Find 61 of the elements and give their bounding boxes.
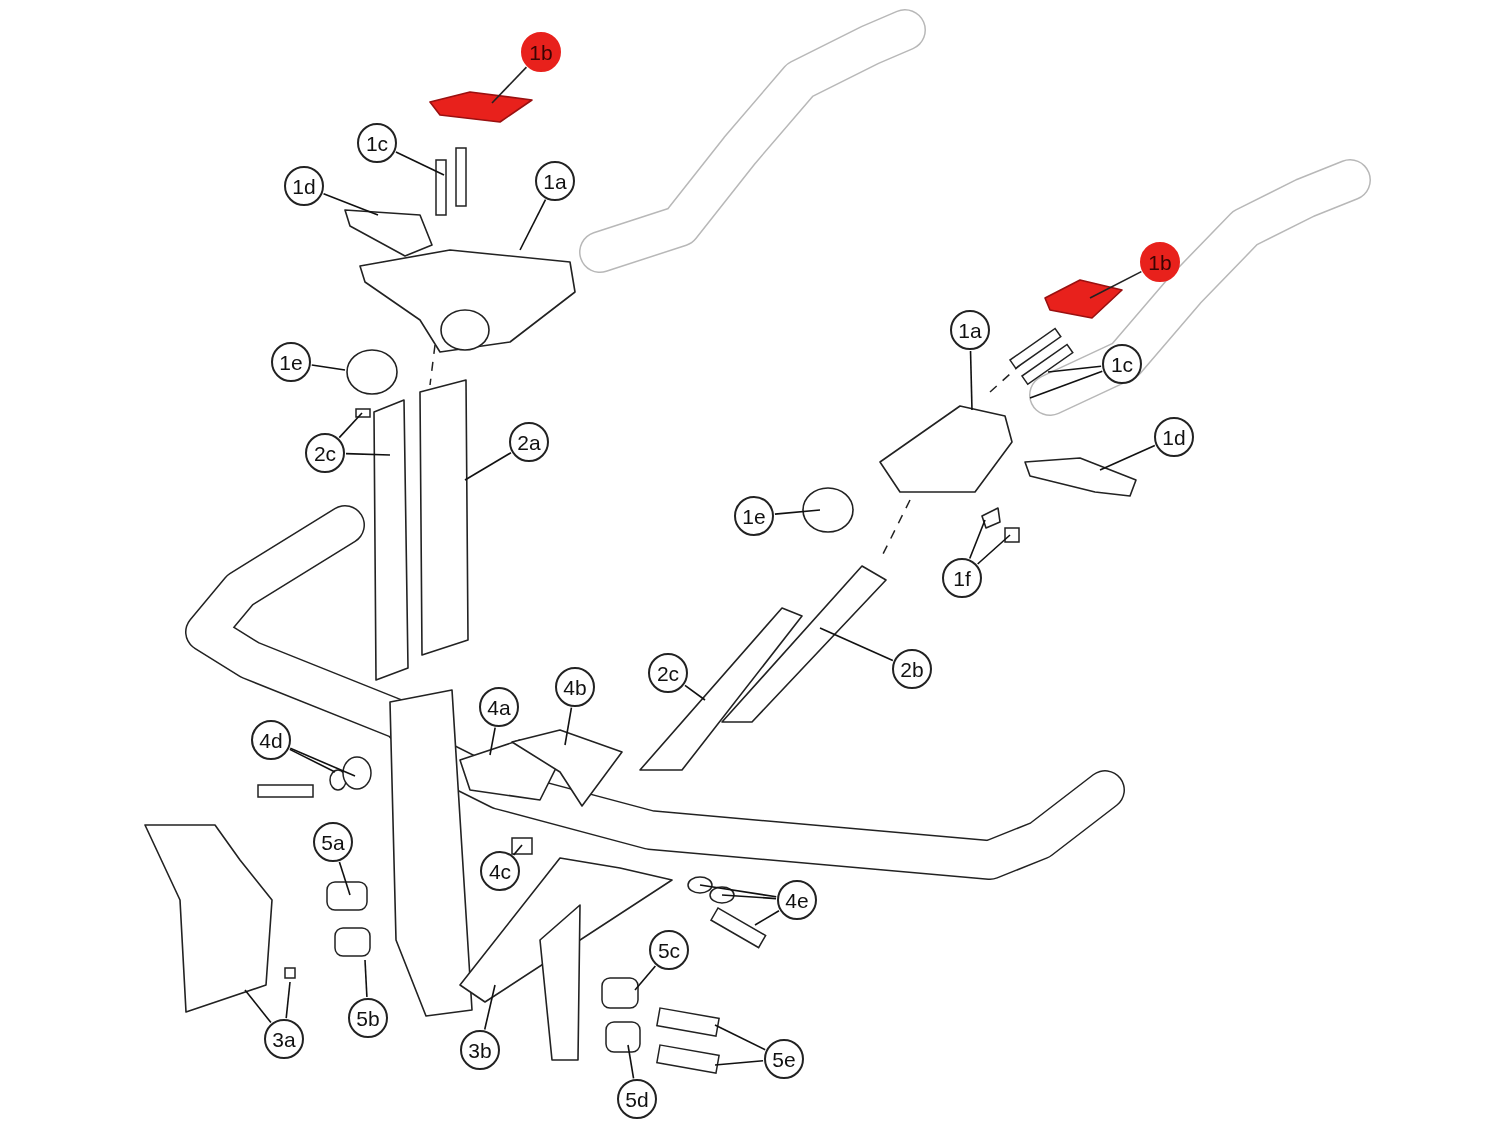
- leader-line: [322, 192, 379, 216]
- leader-line: [244, 989, 272, 1024]
- callout-number: 5b: [348, 998, 388, 1038]
- callout-number: 4b: [555, 667, 595, 707]
- callout-number: 5d: [617, 1079, 657, 1119]
- leader-line: [364, 959, 368, 998]
- leader-line: [774, 509, 821, 515]
- leader-line: [819, 627, 894, 662]
- leader-line: [976, 534, 1011, 565]
- leader-line: [714, 1024, 766, 1051]
- callout-number: 2c: [648, 653, 688, 693]
- leader-line: [1029, 370, 1104, 399]
- callout-number: 1d: [1154, 417, 1194, 457]
- callout-number: 5c: [649, 930, 689, 970]
- leader-line: [345, 452, 391, 456]
- leader-line: [1089, 270, 1143, 299]
- leader-line: [519, 198, 547, 251]
- leader-line: [634, 965, 657, 991]
- callout-number: 5a: [313, 822, 353, 862]
- leader-line: [627, 1044, 635, 1080]
- callout-number: 2a: [509, 422, 549, 462]
- callout-number: 2b: [892, 649, 932, 689]
- leader-line: [1047, 365, 1102, 373]
- callout-number: 5e: [764, 1039, 804, 1079]
- leader-line: [338, 861, 351, 896]
- leader-line: [483, 984, 496, 1031]
- leader-line: [512, 844, 523, 856]
- callout-number: 4c: [480, 851, 520, 891]
- callout-number: 1b: [1140, 242, 1180, 282]
- leader-line: [464, 451, 512, 481]
- callout-number: 1a: [535, 161, 575, 201]
- leader-line: [285, 981, 291, 1019]
- leader-line: [754, 909, 780, 926]
- callout-number: 4e: [777, 880, 817, 920]
- leader-line: [288, 748, 336, 773]
- callout-number: 1e: [734, 496, 774, 536]
- leader-line: [289, 747, 356, 777]
- callout-number: 1a: [950, 310, 990, 350]
- leader-line: [491, 66, 528, 104]
- callout-number: 1c: [357, 123, 397, 163]
- callout-number: 4d: [251, 720, 291, 760]
- callout-number: 3b: [460, 1030, 500, 1070]
- callout-number: 1b: [521, 32, 561, 72]
- leader-line: [489, 726, 496, 756]
- callout-number: 3a: [264, 1019, 304, 1059]
- leader-line: [968, 519, 986, 560]
- leader-line: [564, 706, 573, 746]
- callout-number: 1d: [284, 166, 324, 206]
- leader-line: [338, 412, 363, 439]
- leader-line: [714, 1060, 764, 1066]
- callout-number: 1e: [271, 342, 311, 382]
- leader-line: [395, 151, 445, 176]
- leader-line: [684, 684, 706, 701]
- leader-line: [310, 364, 346, 371]
- callout-number: 2c: [305, 433, 345, 473]
- leader-line: [969, 350, 973, 411]
- callout-number: 4a: [479, 687, 519, 727]
- callout-number: 1f: [942, 558, 982, 598]
- leader-line: [1099, 444, 1156, 471]
- leader-line: [721, 894, 777, 900]
- leader-line: [699, 884, 778, 898]
